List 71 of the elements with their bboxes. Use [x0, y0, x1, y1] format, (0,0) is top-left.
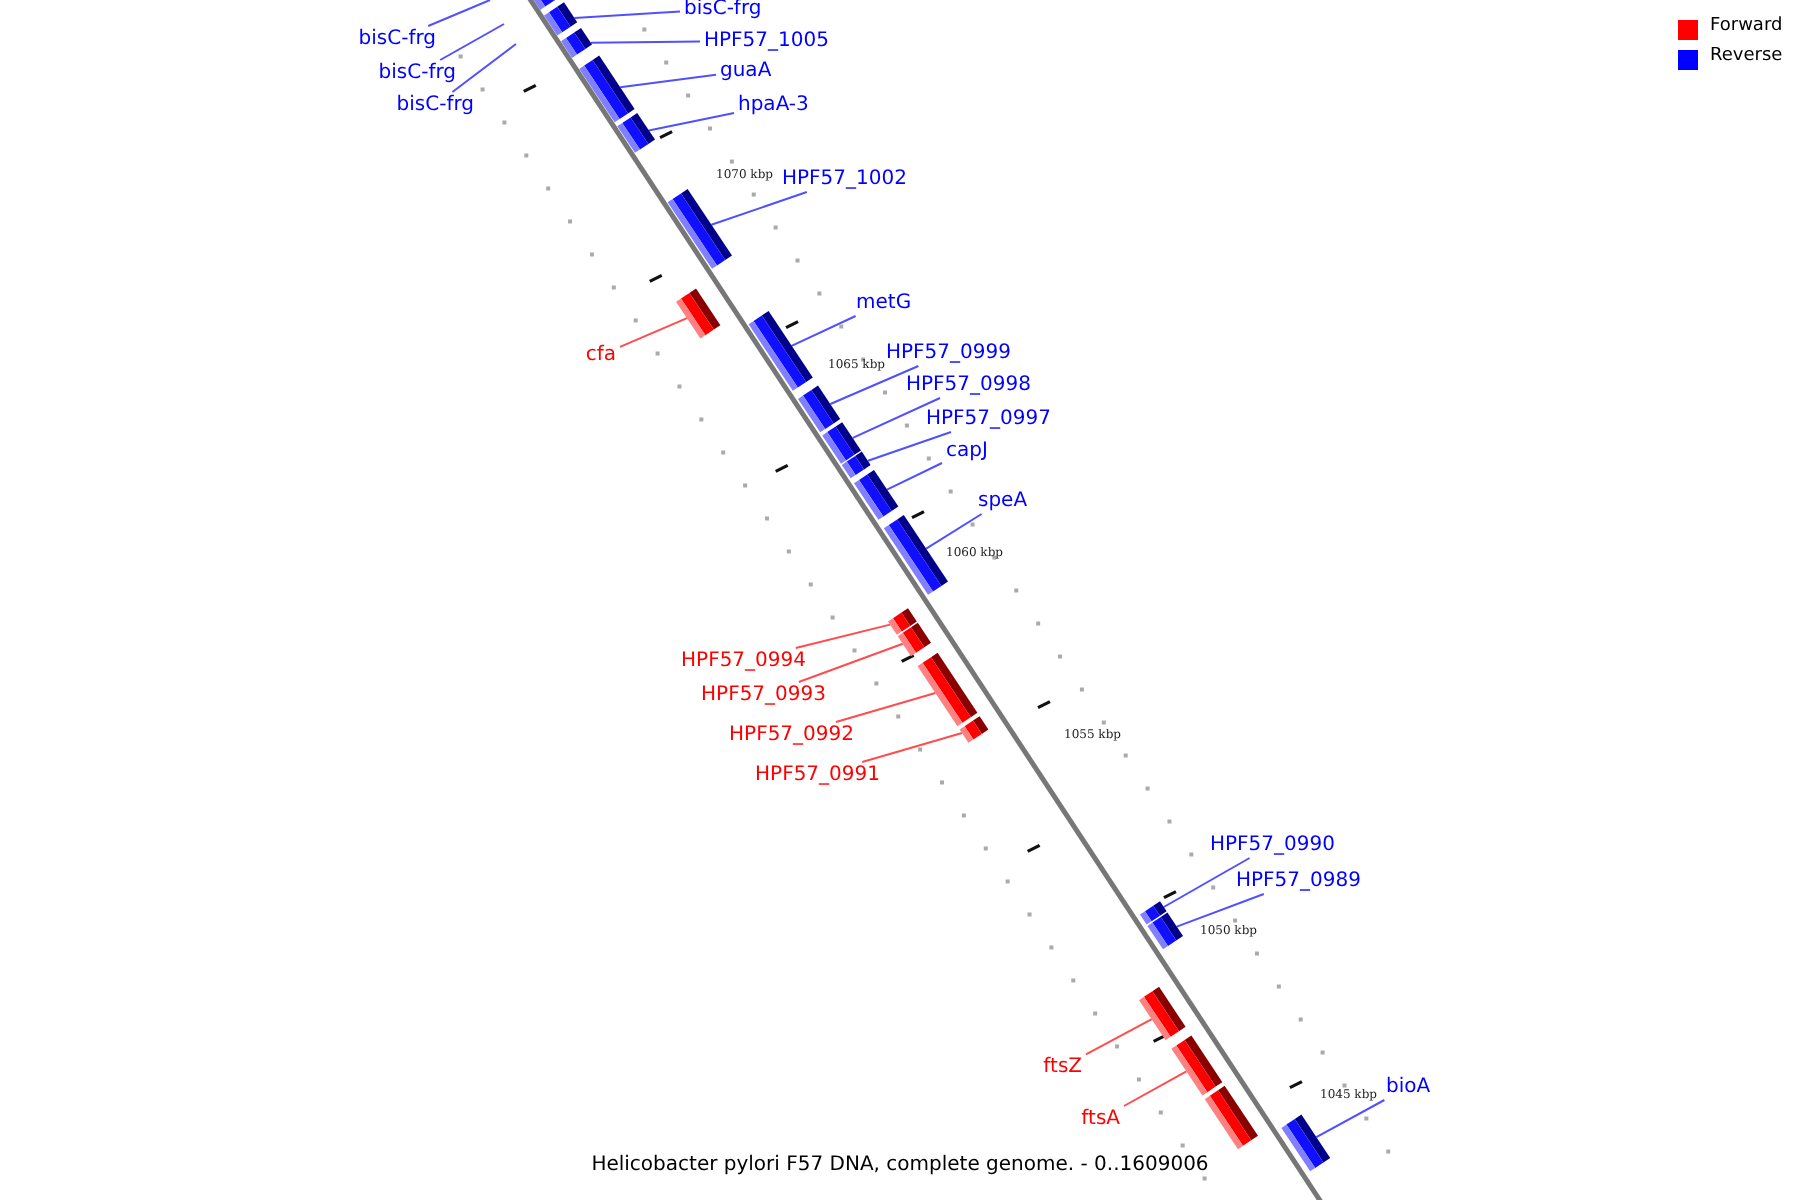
leader-line: [1162, 857, 1251, 908]
gene-block: [748, 311, 813, 391]
gene-label: HPF57_0999: [886, 340, 1011, 366]
leader-line: [861, 732, 963, 763]
gene-label: HPF57_0990: [1210, 832, 1335, 858]
gene-block: [841, 451, 871, 479]
gene-block: [822, 422, 861, 464]
gene-label: bioA: [1386, 1074, 1431, 1100]
gene-label: HPF57_0998: [906, 372, 1031, 398]
leader-line: [439, 23, 505, 61]
gene-block: [561, 28, 592, 58]
legend-label: Reverse: [1710, 46, 1783, 66]
gene-label: bisC-frg: [396, 92, 474, 118]
leader-line: [573, 10, 681, 19]
gene-label: HPF57_0993: [701, 682, 826, 708]
gene-label: bisC-frg: [378, 60, 456, 86]
leader-line: [835, 692, 937, 723]
gene-label: metG: [856, 290, 912, 316]
gene-label: HPF57_0989: [1236, 868, 1361, 894]
leader-line: [451, 43, 517, 93]
gene-block: [888, 608, 917, 635]
leader-line: [647, 112, 735, 132]
leader-line: [619, 73, 717, 89]
gene-block: [1281, 1114, 1331, 1172]
gene-label: speA: [978, 488, 1028, 514]
legend-label: Forward: [1710, 16, 1783, 36]
gene-label: bisC-frg: [358, 26, 436, 52]
leader-line: [797, 642, 904, 683]
gene-block: [579, 55, 635, 123]
gene-block: [917, 652, 978, 727]
gene-block: [544, 2, 578, 36]
gene-label: HPF57_0994: [681, 648, 806, 674]
leader-line: [829, 365, 920, 405]
gene-label: cfa: [585, 342, 616, 368]
leader-line: [1123, 1070, 1188, 1107]
gene-label: HPF57_1002: [782, 166, 907, 192]
leader-line: [925, 513, 983, 550]
leader-line: [1315, 1099, 1386, 1139]
gene-block: [676, 288, 721, 339]
leader-line: [851, 397, 941, 439]
leader-line: [867, 431, 952, 462]
leader-line: [710, 191, 808, 226]
gene-block: [883, 515, 948, 595]
gene-block: [1171, 1035, 1223, 1096]
gene-block: [1147, 912, 1183, 950]
gene-block: [798, 385, 841, 433]
gene-label: HPF57_0997: [926, 406, 1051, 432]
gene-label: guaA: [720, 58, 772, 84]
gene-block: [897, 622, 931, 657]
gene-label: HPF57_0991: [755, 762, 880, 788]
gene-block: [617, 113, 655, 153]
gene-block: [1204, 1085, 1258, 1150]
gene-block: [959, 716, 989, 743]
gene-block: [1140, 901, 1167, 925]
gene-label: hpaA-3: [738, 92, 809, 118]
leader-line: [427, 0, 491, 27]
gene-block: [1139, 986, 1186, 1041]
leader-line: [790, 315, 857, 347]
leader-line: [794, 623, 891, 649]
gene-label: HPF57_1005: [704, 28, 829, 54]
leader-line: [1085, 1018, 1153, 1056]
gene-label: ftsZ: [1043, 1054, 1082, 1080]
gene-label: capJ: [946, 438, 988, 464]
gene-label: ftsA: [1081, 1106, 1120, 1132]
gene-block: [667, 189, 732, 269]
gene-block: [854, 470, 899, 520]
leader-line: [886, 462, 943, 491]
leader-line: [1175, 893, 1265, 928]
caption: Helicobacter pylori F57 DNA, complete genome. - 0..1609006: [591, 1154, 1209, 1176]
leader-line: [589, 40, 701, 44]
gene-label: HPF57_0992: [729, 722, 854, 748]
